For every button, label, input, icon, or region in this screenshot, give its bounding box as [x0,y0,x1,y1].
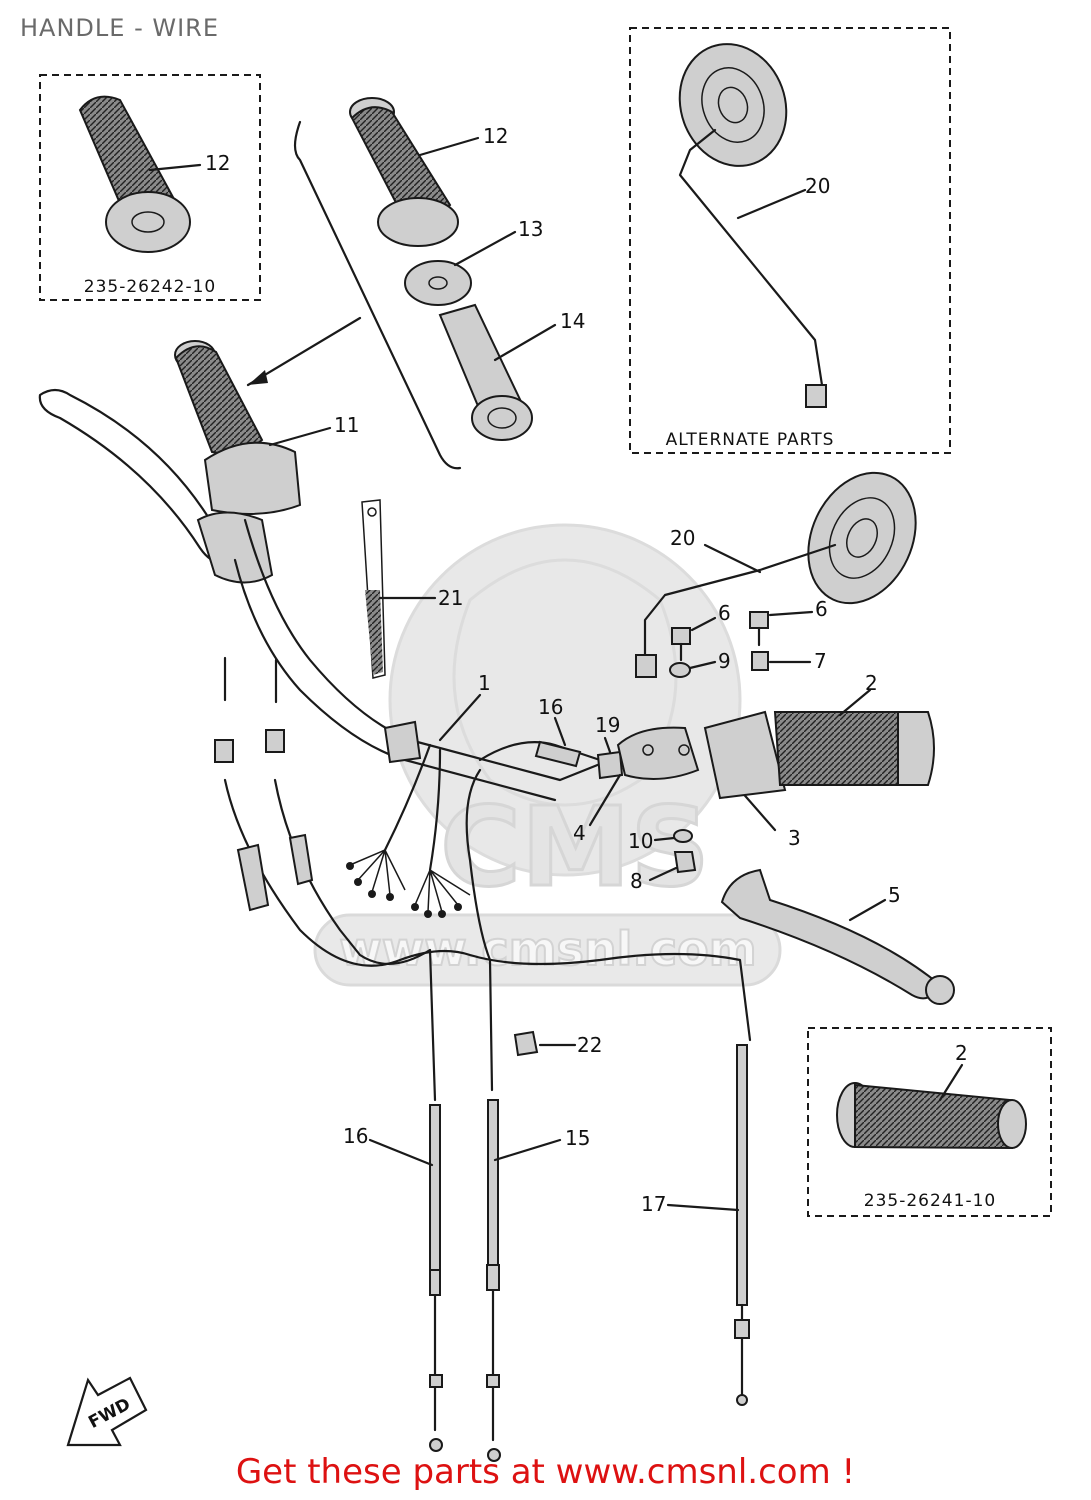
mirror-20-alternate [678,43,827,408]
cable-16-lower [368,1104,443,1452]
grip-2-alt [836,1063,1027,1150]
forward-arrow-icon: FWD [66,1376,148,1447]
callout-16-a: 16 [538,695,563,719]
handlebar-1 [233,518,662,802]
band-21 [361,499,437,679]
box-alternate-parts [629,27,951,454]
cable-run-right [273,778,437,1102]
box-grip-235-26241 [807,1027,1052,1217]
callout-10: 10 [628,829,653,853]
callout-15: 15 [565,1126,590,1150]
clutch-cable-16-top [478,716,602,768]
watermark-cms: CMS [440,783,709,911]
box-label-alternate-parts: ALTERNATE PARTS [666,430,835,450]
callout-20-b: 20 [670,526,695,550]
callout-13: 13 [518,217,543,241]
watermark-url: www.cmsnl.com [339,922,756,976]
lever-holder-3 [588,726,777,832]
washer-13 [404,230,517,306]
cable-fittings-top [214,656,314,912]
callout-6-b: 6 [815,597,828,621]
wire-harness [346,743,471,918]
cable-17-lower [666,1044,750,1406]
box-label-235-26242: 235-26242-10 [84,277,216,297]
callout-2-b: 2 [955,1041,968,1065]
callout-16-b: 16 [343,1124,368,1148]
nut-8 [648,851,697,882]
callout-11: 11 [334,413,359,437]
mirror-20 [635,471,917,678]
callout-22: 22 [577,1033,602,1057]
cable-run-mid [465,768,494,1092]
callout-5: 5 [888,883,901,907]
callout-1: 1 [478,671,491,695]
callout-14: 14 [560,309,585,333]
callout-2-a: 2 [865,671,878,695]
throttle-tube-14 [438,303,557,441]
callout-19: 19 [595,713,620,737]
cable-run-left [223,778,752,1042]
bolt-6-left [671,616,717,662]
collar-7 [751,651,812,671]
grip-12-alt-left [78,95,202,253]
washer-9 [669,660,717,678]
adjuster-19 [596,736,624,780]
watermark-logo: CMS www.cmsnl.com [313,523,782,987]
exploded-view-bracket [293,120,462,470]
box-label-235-26241: 235-26241-10 [864,1191,996,1211]
grip-12-exploded [349,97,480,247]
clutch-lever-left [38,388,274,584]
callout-7: 7 [814,649,827,673]
callout-8: 8 [630,869,643,893]
washer-10 [653,829,693,843]
cable-15-lower [486,1099,562,1462]
callout-6-a: 6 [718,601,731,625]
box-grip-235-26242 [39,74,261,301]
page-title: HANDLE - WIRE [20,14,219,42]
left-switch-housing-11 [174,340,332,515]
callout-17: 17 [641,1192,666,1216]
callout-20-a: 20 [805,174,830,198]
callout-12-a: 12 [205,151,230,175]
brake-lever-5 [720,868,955,1005]
bolt-6-right [749,610,814,647]
clamp-22 [513,1030,577,1057]
callout-21: 21 [438,586,463,610]
callout-3: 3 [788,826,801,850]
callout-9: 9 [718,649,731,673]
footer-link[interactable]: Get these parts at www.cmsnl.com ! [235,1452,856,1492]
callout-12-b: 12 [483,124,508,148]
right-grip-2 [703,688,935,800]
callout-4: 4 [573,821,586,845]
